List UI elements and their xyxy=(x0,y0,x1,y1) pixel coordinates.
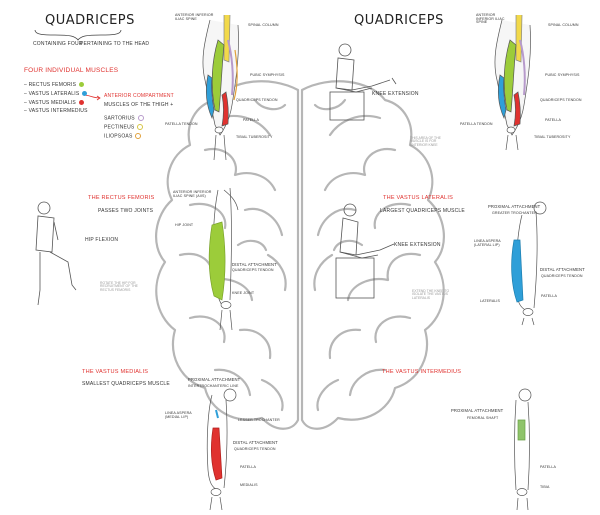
vastus-lateralis-bone-diagram xyxy=(511,201,547,326)
vastus-lateralis-note: EXTEND THE KNEE TO ISOLATE THE VASTUS LA… xyxy=(412,289,450,300)
compartment-heading: ANTERIOR COMPARTMENT xyxy=(104,93,174,99)
purple-ring-icon xyxy=(137,115,144,121)
label-proximal-vl: PROXIMAL ATTACHMENT xyxy=(488,204,541,209)
rectus-femoris-leg-diagram xyxy=(208,187,239,331)
standing-figure-hip-flexion xyxy=(35,201,77,306)
vastus-lateralis-heading: THE VASTUS LATERALIS xyxy=(383,195,454,201)
orange-ring-icon xyxy=(135,133,142,139)
label-intertrochanteric: INTERTROCHANTERIC LINE xyxy=(188,384,239,388)
label-lateralis: LATERALIS xyxy=(480,299,501,303)
label-quadriceps-tendon-right: QUADRICEPS TENDON xyxy=(540,98,582,102)
label-anterior-spine: ANTERIOR INFERIOR ILIAC SPINE xyxy=(175,13,214,21)
label-femoral-shaft: FEMORAL SHAFT xyxy=(467,416,499,420)
containing-label: CONTAINING FOUR xyxy=(33,41,83,47)
label-pubic-symphysis-right: PUBIC SYMPHYSIS xyxy=(545,73,580,77)
blue-dot-icon xyxy=(82,91,88,96)
compartment-item: PECTINEUS xyxy=(104,124,144,130)
note-top: THIS AREA OF THE MUSCLE IS FOR ANTERIOR … xyxy=(410,136,441,147)
label-tibia: TIBIA xyxy=(540,485,550,489)
muscle-item: – RECTUS FEMORIS xyxy=(24,82,85,88)
yellow-ring-icon xyxy=(137,124,144,130)
knee-extension-top: KNEE EXTENSION xyxy=(372,91,419,97)
compartment-item: ILIOPSOAS xyxy=(104,133,142,139)
label-distal-sub-rf: QUADRICEPS TENDON xyxy=(232,268,274,272)
vastus-intermedius-heading: THE VASTUS INTERMEDIUS xyxy=(382,369,462,375)
label-quadriceps-tendon: QUADRICEPS TENDON xyxy=(236,98,278,102)
hip-flexion-label: HIP FLEXION xyxy=(85,237,119,243)
rectus-femoris-sub: PASSES TWO JOINTS xyxy=(98,208,154,214)
label-patella-vm: PATELLA xyxy=(240,465,256,469)
muscle-item: – VASTUS INTERMEDIUS xyxy=(24,108,88,114)
label-distal-attachment-rf: DISTAL ATTACHMENT xyxy=(232,262,277,267)
label-tibial-tuberosity-right: TIBIAL TUBEROSITY xyxy=(534,135,571,139)
label-patella-right: PATELLA xyxy=(545,118,561,122)
label-anterior-spine-right: ANTERIOR INFERIOR ILIAC SPINE xyxy=(476,13,505,25)
label-patella: PATELLA xyxy=(243,118,259,122)
pertaining-label: PERTAINING TO THE HEAD xyxy=(80,41,150,47)
red-dot-icon xyxy=(78,100,84,105)
label-patella-tendon: PATELLA TENDON xyxy=(165,122,198,126)
compartment-item: SARTORIUS xyxy=(104,115,144,121)
vastus-medialis-sub: SMALLEST QUADRICEPS MUSCLE xyxy=(82,381,170,387)
knee-extension-mid: KNEE EXTENSION xyxy=(394,242,441,248)
vastus-medialis-bone-diagram xyxy=(206,388,237,511)
label-patella-vl: PATELLA xyxy=(541,294,557,298)
label-distal-vl: DISTAL ATTACHMENT xyxy=(540,267,585,272)
label-spinal-column: SPINAL COLUMN xyxy=(248,23,279,27)
label-knee-joint: KNEE JOINT xyxy=(232,291,255,295)
label-lesser-trochanter: LESSER TROCHANTER xyxy=(238,418,280,422)
label-aiis: ANTERIOR INFERIOR ILIAC SPINE (AIIS) xyxy=(173,190,212,198)
label-pubic-symphysis: PUBIC SYMPHYSIS xyxy=(250,73,285,77)
label-tibial-tuberosity: TIBIAL TUBEROSITY xyxy=(236,135,273,139)
vastus-lateralis-sub: LARGEST QUADRICEPS MUSCLE xyxy=(380,208,465,214)
title-right: QUADRICEPS xyxy=(354,13,444,28)
title-bracket xyxy=(34,29,122,41)
label-linea-medial: LINEA ASPERA (MEDIAL LIP) xyxy=(165,411,192,419)
thigh-diagram-top-center xyxy=(202,14,239,161)
seated-figure-knee-extension-top xyxy=(329,43,397,121)
label-distal-vm: DISTAL ATTACHMENT xyxy=(233,440,278,445)
muscle-list-heading: FOUR INDIVIDUAL MUSCLES xyxy=(24,67,119,74)
label-proximal-vm: PROXIMAL ATTACHMENT xyxy=(188,377,241,382)
label-proximal-vi: PROXIMAL ATTACHMENT xyxy=(451,408,504,413)
green-dot-icon xyxy=(79,82,85,87)
label-linea-lateral: LINEA ASPERA (LATERAL LIP) xyxy=(474,239,501,247)
rectus-femoris-note: ROTATE THE HIP FOR RECRUITMENT OF THE RE… xyxy=(100,281,138,292)
seated-figure-knee-extension-mid xyxy=(335,203,395,299)
vastus-medialis-heading: THE VASTUS MEDIALIS xyxy=(82,369,149,375)
label-greater-trochanter: GREATER TROCHANTER xyxy=(492,211,537,215)
thigh-diagram-top-right xyxy=(494,14,531,151)
label-distal-sub-vl: QUADRICEPS TENDON xyxy=(541,274,583,278)
label-patella-vi: PATELLA xyxy=(540,465,556,469)
label-hip-joint: HIP JOINT xyxy=(175,223,194,227)
title-left: QUADRICEPS xyxy=(45,13,135,28)
compartment-sub: MUSCLES OF THE THIGH + xyxy=(104,102,174,108)
muscle-item: – VASTUS LATERALIS xyxy=(24,91,88,97)
muscle-item: – VASTUS MEDIALIS xyxy=(24,100,84,106)
label-distal-sub-vm: QUADRICEPS TENDON xyxy=(234,447,276,451)
label-patella-tendon-right: PATELLA TENDON xyxy=(460,122,493,126)
rectus-femoris-heading: THE RECTUS FEMORIS xyxy=(88,195,155,201)
label-spinal-column-right: SPINAL COLUMN xyxy=(548,23,579,27)
label-medialis: MEDIALIS xyxy=(240,483,258,487)
vastus-intermedius-bone-diagram xyxy=(514,388,532,511)
